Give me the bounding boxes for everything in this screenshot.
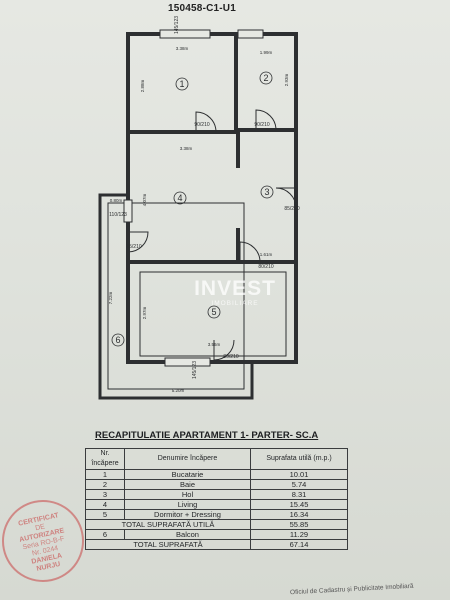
dim-r2-width: 1.99m (260, 50, 273, 55)
window-top-right (237, 29, 264, 39)
total-row: TOTAL SUPRAFATĂ 67.14 (85, 539, 348, 550)
door-arc-r1 (195, 111, 217, 133)
table-row: 2 Baie 5.74 (85, 479, 348, 490)
watermark-subtitle: IMOBILIARE (211, 300, 259, 307)
row-nr: 1 (85, 469, 125, 480)
window-left (123, 199, 133, 223)
door-arc-r3-bottom (239, 241, 261, 263)
room-number-5: 5 (211, 307, 216, 317)
total-useful-area: 55.85 (250, 519, 348, 530)
door-label-balcony: 110/123 (109, 212, 127, 218)
room5-inner (139, 271, 287, 357)
recap-title: RECAPITULATIE APARTAMENT 1- PARTER- SC.A (95, 430, 319, 441)
balcony-inner (107, 202, 245, 390)
recap-table: Nr. încăperе Denumire încăpere Suprafata… (85, 448, 348, 550)
row-name: Hol (124, 489, 251, 500)
table-row: 5 Dormitor + Dressing 16.34 (85, 509, 348, 520)
row-name: Bucatarie (124, 469, 251, 480)
header-nr: Nr. încăperе (85, 448, 125, 470)
floor-plan: 1 2 3 4 5 6 3.38m 2.88m 1.99m 2.93m 3.38… (98, 16, 300, 400)
row-area: 10.01 (250, 469, 348, 480)
door-label-r3: 85/210 (284, 206, 300, 212)
row-nr: 3 (85, 489, 125, 500)
door-arc-r5 (213, 339, 235, 361)
outer-wall (126, 32, 298, 364)
door-label-r5: 80/210 (223, 354, 239, 360)
row-area: 16.34 (250, 509, 348, 520)
window-bottom (164, 357, 211, 367)
row-name: Living (124, 499, 251, 510)
row-area: 5.74 (250, 479, 348, 490)
row-name: Dormitor + Dressing (124, 509, 251, 520)
table-row: 1 Bucatarie 10.01 (85, 469, 348, 480)
row-area: 15.45 (250, 499, 348, 510)
door-arc-r2 (255, 109, 277, 131)
dim-r5-height: 2.97m (142, 306, 147, 319)
balcony-area: 11.29 (250, 529, 348, 540)
dim-r1-width: 3.38m (176, 46, 189, 51)
balcony-nr: 6 (85, 529, 125, 540)
dim-r3-width: 1.61m (260, 252, 273, 257)
door-arc-r3 (275, 187, 297, 209)
room-number-1: 1 (179, 79, 184, 89)
row-nr: 4 (85, 499, 125, 510)
window-label-top: 145/123 (174, 16, 180, 34)
dim-r4-height: 4.07m (142, 193, 147, 206)
door-label-r3-bottom: 80/210 (258, 264, 274, 270)
balcony-row: 6 Balcon 11.29 (85, 529, 348, 540)
table-row: 3 Hol 8.31 (85, 489, 348, 500)
dim-r1-height: 2.88m (140, 79, 145, 92)
row-nr: 5 (85, 509, 125, 520)
room-number-2: 2 (263, 73, 268, 83)
plan-code: 150458-C1-U1 (168, 3, 236, 14)
room-number-4: 4 (177, 193, 182, 203)
balcony-wall (98, 193, 254, 400)
door-arc-r4 (127, 231, 149, 253)
door-label-r4: 85/210 (126, 244, 142, 250)
total-label: TOTAL SUPRAFATĂ (85, 539, 251, 550)
row-nr: 2 (85, 479, 125, 490)
total-area: 67.14 (250, 539, 348, 550)
window-label-bottom: 145/123 (192, 361, 198, 379)
room-number-6: 6 (115, 335, 120, 345)
table-header-row: Nr. încăperе Denumire încăpere Suprafata… (85, 448, 348, 470)
room-number-3: 3 (264, 187, 269, 197)
dim-bottom-width: 5.20m (172, 388, 185, 393)
window-top (159, 29, 211, 39)
table-row: 4 Living 15.45 (85, 499, 348, 510)
door-label-r2: 90/210 (254, 122, 270, 128)
row-name: Baie (124, 479, 251, 490)
dim-r2-height: 2.93m (284, 73, 289, 86)
dim-r4-width: 3.38m (180, 146, 193, 151)
dim-balcony-width: 0.80m (110, 198, 123, 203)
row-area: 8.31 (250, 489, 348, 500)
door-label-r1: 90/210 (194, 122, 210, 128)
total-useful-label: TOTAL SUPRAFATĂ UTILĂ (85, 519, 251, 530)
total-useful-row: TOTAL SUPRAFATĂ UTILĂ 55.85 (85, 519, 348, 530)
watermark-brand: INVEST (194, 277, 276, 300)
balcony-name: Balcon (124, 529, 251, 540)
watermark: INVEST IMOBILIARE (180, 277, 290, 308)
dim-balcony-height: 7.22m (108, 291, 113, 304)
header-name: Denumire încăpere (124, 448, 251, 470)
header-area: Suprafata utilă (m.p.) (250, 448, 348, 470)
dim-r5-width: 3.56m (208, 342, 221, 347)
